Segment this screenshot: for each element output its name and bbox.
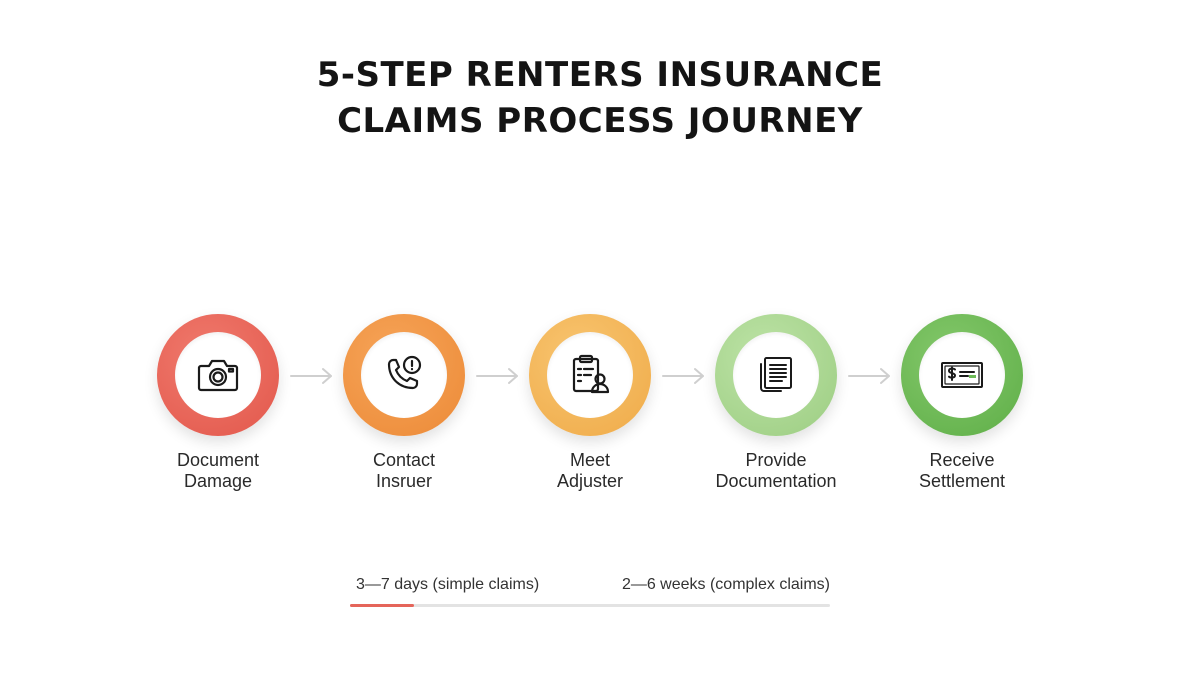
check-money-icon bbox=[941, 362, 983, 388]
step-receive-settlement: Receive Settlement bbox=[872, 314, 1052, 492]
title-line-2: CLAIMS PROCESS JOURNEY bbox=[337, 101, 863, 141]
timeline-complex-label: 2—6 weeks (complex claims) bbox=[621, 576, 830, 593]
step-icon-disc bbox=[919, 332, 1005, 418]
step-label-line: Contact bbox=[372, 450, 436, 470]
step-ring bbox=[343, 314, 465, 436]
phone-alert-icon bbox=[387, 355, 422, 390]
step-icon-disc bbox=[175, 332, 261, 418]
step-label-line: Document bbox=[176, 450, 260, 470]
title: 5-STEP RENTERS INSURANCE CLAIMS PROCESS … bbox=[0, 52, 1200, 144]
step-label-line: Settlement bbox=[918, 471, 1006, 491]
step-label: Meet Adjuster bbox=[557, 450, 623, 492]
timeline: 3—7 days (simple claims) 2—6 weeks (comp… bbox=[350, 576, 830, 616]
camera-icon bbox=[197, 359, 239, 392]
step-provide-documentation: Provide Documentation bbox=[686, 314, 866, 492]
step-label: Document Damage bbox=[177, 450, 259, 492]
step-label-line: Damage bbox=[183, 471, 253, 491]
arrow-right-icon bbox=[662, 368, 704, 384]
step-ring bbox=[157, 314, 279, 436]
step-contact-insurer: Contact Insruer bbox=[314, 314, 494, 492]
step-ring bbox=[715, 314, 837, 436]
timeline-simple-label: 3—7 days (simple claims) bbox=[356, 576, 540, 593]
step-label: Contact Insruer bbox=[373, 450, 435, 492]
step-label-line: Receive bbox=[929, 450, 995, 470]
step-meet-adjuster: Meet Adjuster bbox=[500, 314, 680, 492]
step-label-line: Meet bbox=[569, 450, 610, 470]
step-label-line: Documentation bbox=[715, 471, 837, 491]
step-label: Provide Documentation bbox=[715, 450, 836, 492]
clipboard-person-icon bbox=[572, 354, 610, 394]
step-document-damage: Document Damage bbox=[128, 314, 308, 492]
documents-icon bbox=[760, 357, 792, 392]
arrow-right-icon bbox=[290, 368, 332, 384]
step-label-line: Provide bbox=[745, 450, 807, 470]
step-ring bbox=[901, 314, 1023, 436]
step-icon-disc bbox=[547, 332, 633, 418]
step-ring bbox=[529, 314, 651, 436]
arrow-right-icon bbox=[848, 368, 890, 384]
timeline-fill bbox=[350, 604, 414, 607]
timeline-track bbox=[350, 604, 830, 607]
step-icon-disc bbox=[361, 332, 447, 418]
title-line-1: 5-STEP RENTERS INSURANCE bbox=[316, 55, 884, 95]
step-label-line: Insruer bbox=[375, 471, 432, 491]
step-icon-disc bbox=[733, 332, 819, 418]
step-label: Receive Settlement bbox=[919, 450, 1005, 492]
arrow-right-icon bbox=[476, 368, 518, 384]
step-label-line: Adjuster bbox=[556, 471, 624, 491]
